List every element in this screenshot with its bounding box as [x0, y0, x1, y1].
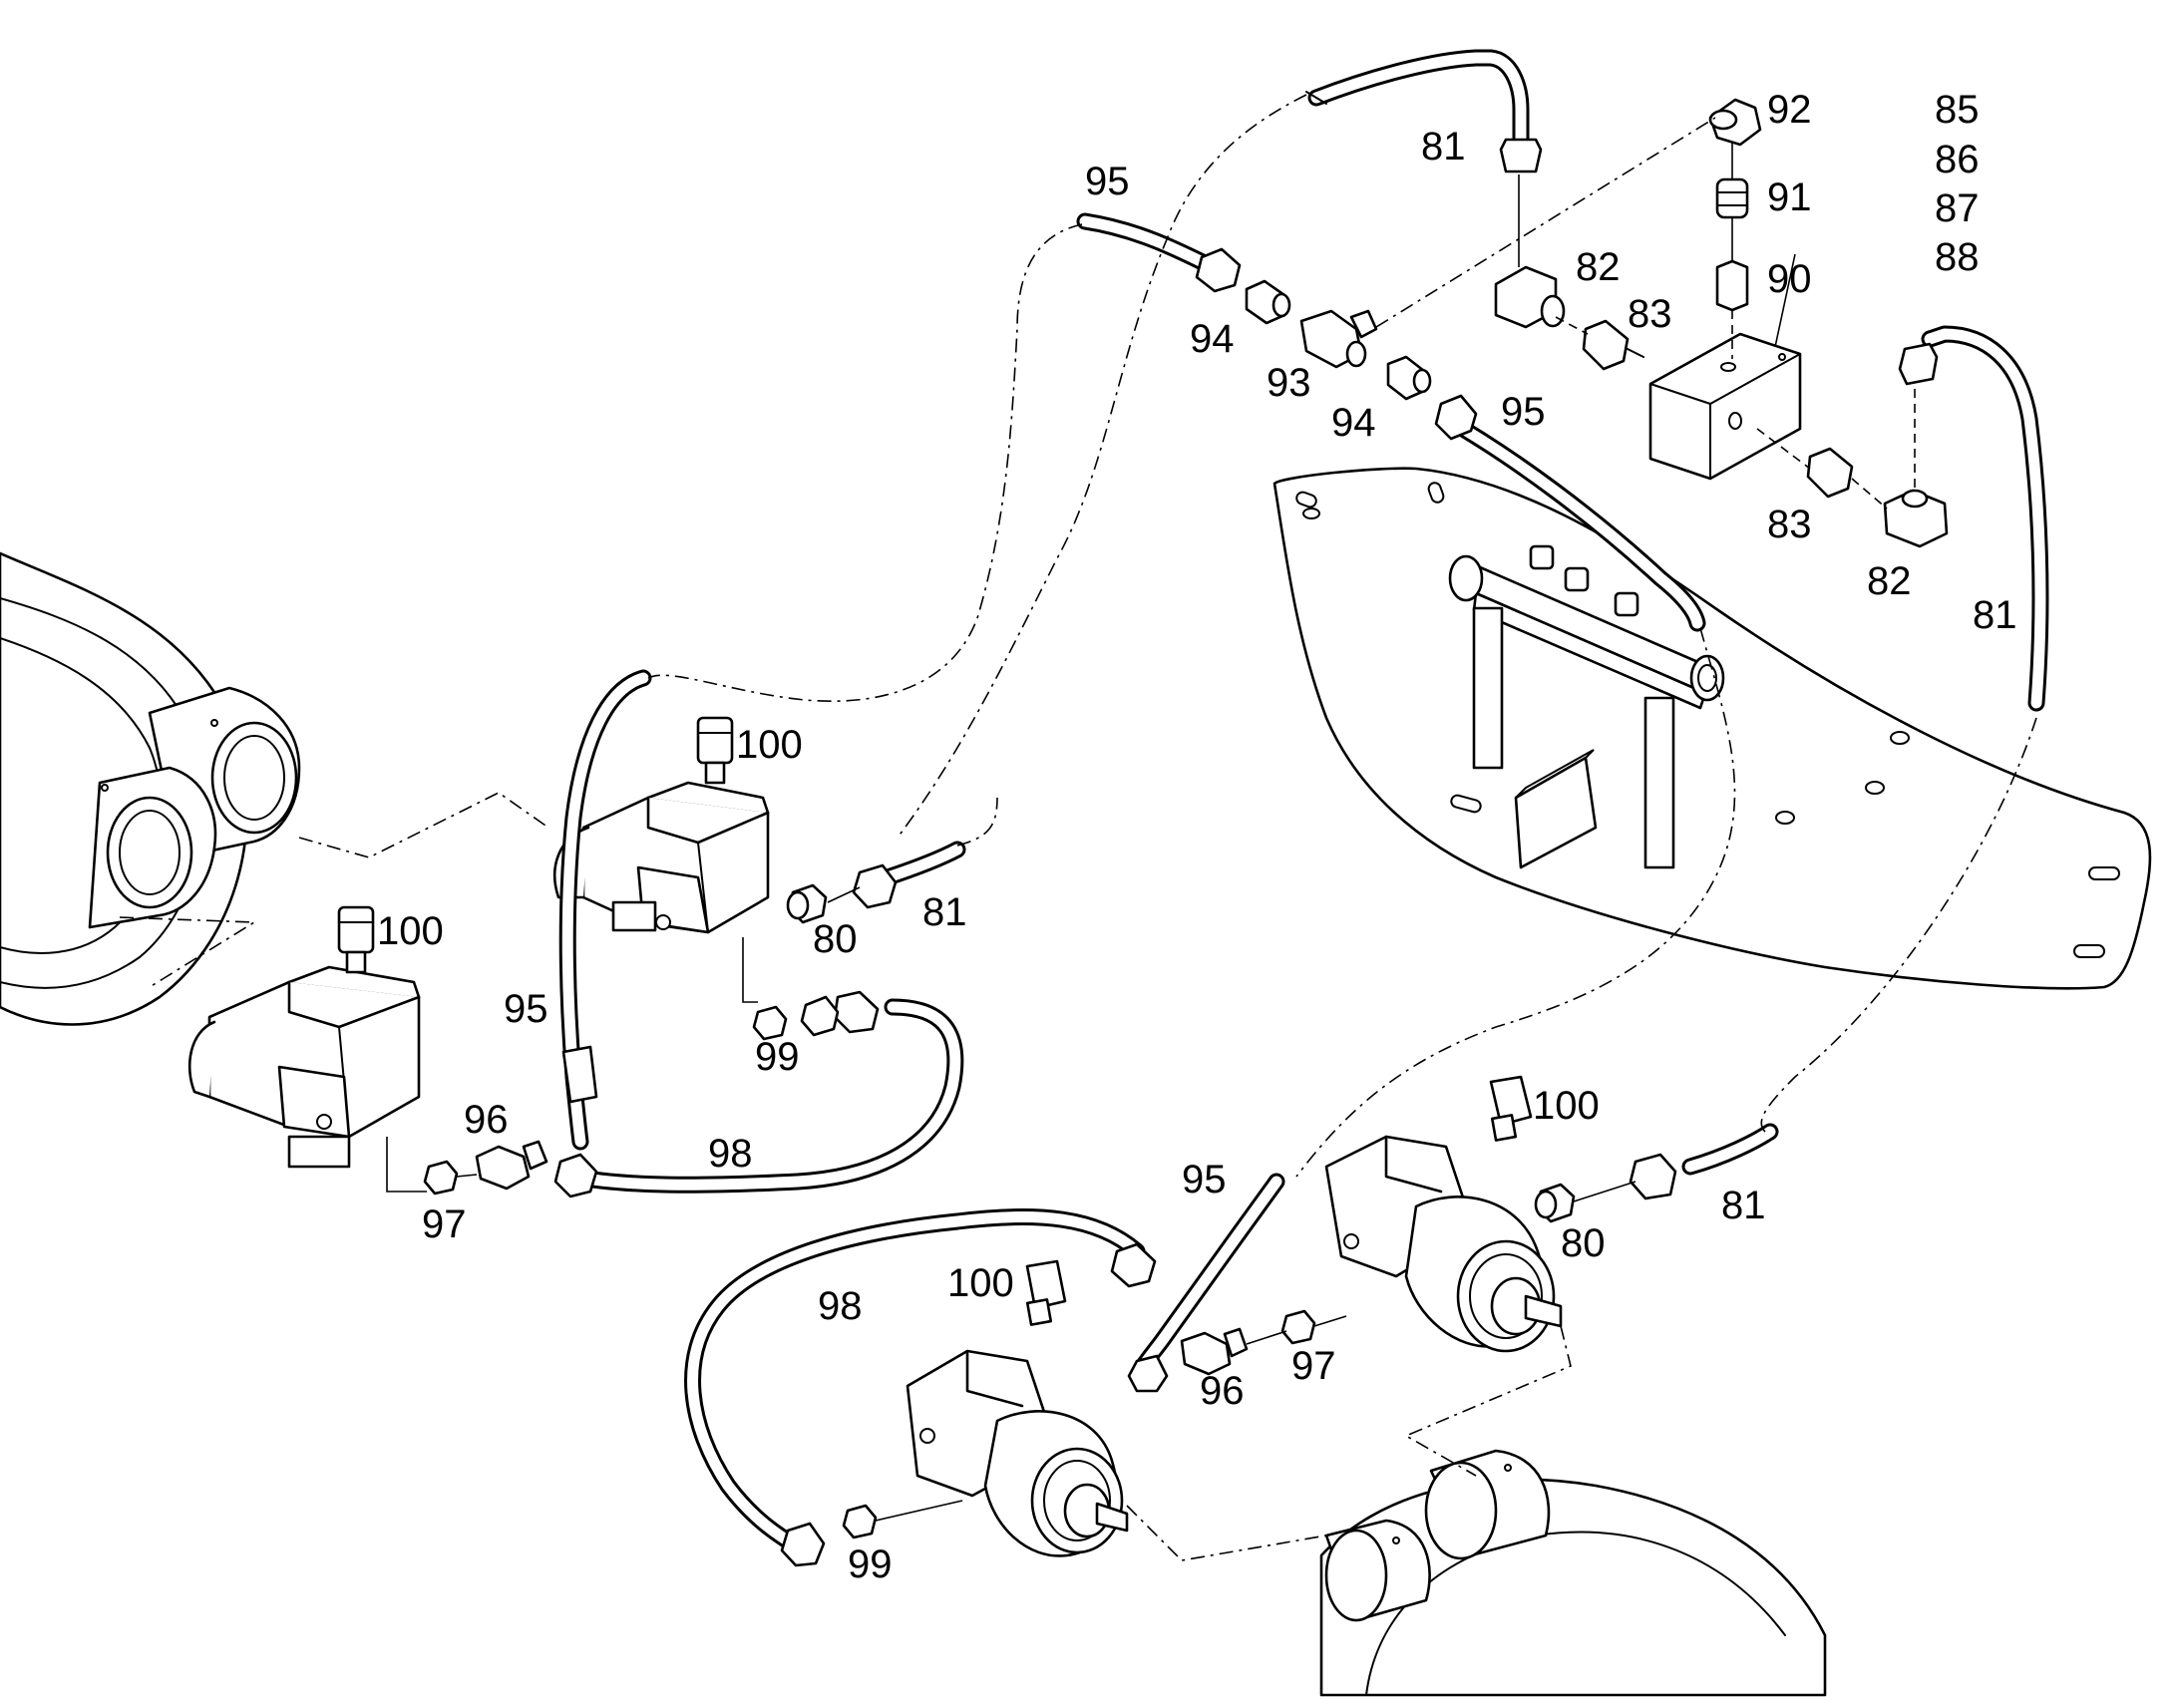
callout-80-left: 80	[813, 917, 858, 961]
callout-81-right-mid: 81	[1721, 1184, 1766, 1227]
motor-assembly-left	[187, 905, 421, 1169]
lower-hoses	[553, 669, 1779, 1567]
callout-86: 86	[1935, 138, 1980, 181]
right-axle-drum	[1319, 1449, 1827, 1697]
callout-93: 93	[1267, 361, 1311, 405]
callout-92: 92	[1767, 88, 1812, 132]
callout-95-left: 95	[504, 987, 548, 1031]
callout-97-right: 97	[1291, 1344, 1336, 1388]
left-axle-drum	[0, 551, 301, 1026]
upper-hoses	[1076, 49, 2049, 712]
motor-assembly-upper-left	[553, 716, 770, 934]
callout-81-left-mid: 81	[922, 890, 967, 934]
motor-assembly-lower	[906, 1259, 1129, 1557]
callout-100-lower: 100	[947, 1261, 1014, 1305]
callout-95-top: 95	[1085, 160, 1130, 203]
mounting-plate	[1272, 467, 2152, 990]
lower-fittings	[423, 883, 1576, 1539]
motor-assembly-right	[1324, 1075, 1563, 1353]
callout-98-lower: 98	[818, 1284, 863, 1328]
callout-82-lower: 82	[1867, 559, 1912, 603]
callout-labels: 81 95 92 85 86 87 88 91 82 90 83 94 93 9…	[377, 88, 2017, 1586]
callout-96-left: 96	[464, 1098, 509, 1142]
callout-83-upper: 83	[1628, 292, 1672, 336]
callout-82-upper: 82	[1576, 245, 1621, 289]
callout-99-upper: 99	[755, 1035, 800, 1079]
callout-85: 85	[1935, 88, 1980, 132]
callout-87: 87	[1935, 186, 1980, 230]
callout-95-lower: 95	[1182, 1158, 1227, 1201]
callout-100-left: 100	[377, 909, 444, 953]
callout-100-right: 100	[1533, 1084, 1600, 1128]
callout-81-right: 81	[1973, 593, 2017, 637]
callout-81-top: 81	[1421, 125, 1466, 169]
callout-91: 91	[1767, 175, 1812, 219]
upper-fittings	[1245, 98, 1949, 548]
callout-99-lower: 99	[848, 1542, 893, 1586]
callout-96-right: 96	[1200, 1369, 1245, 1413]
callout-83-lower: 83	[1767, 503, 1812, 546]
valve-block	[1648, 332, 1802, 481]
callout-100-upper-left: 100	[736, 723, 803, 767]
leader-lines	[119, 94, 2037, 1561]
callout-94-right: 94	[1331, 401, 1376, 445]
callout-95-mid: 95	[1501, 390, 1546, 434]
callout-88: 88	[1935, 235, 1980, 279]
callout-90: 90	[1767, 257, 1812, 301]
callout-98-upper: 98	[708, 1132, 753, 1176]
callout-97-left: 97	[422, 1202, 467, 1246]
callout-94-left: 94	[1190, 317, 1235, 361]
callout-80-right: 80	[1561, 1221, 1606, 1265]
